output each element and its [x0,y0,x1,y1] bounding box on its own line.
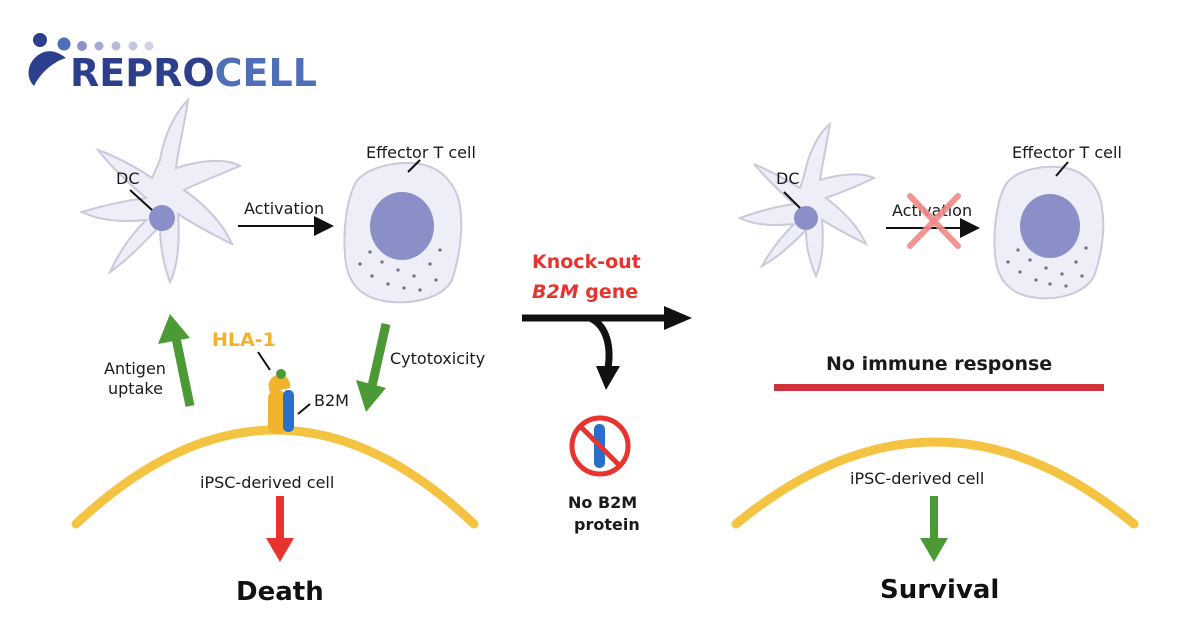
antigen-label-line2: uptake [108,379,163,398]
cytotoxicity-label: Cytotoxicity [390,349,485,368]
knockout-gene-suffix: gene [579,281,639,303]
antigen-label-line1: Antigen [104,359,166,378]
logo-text-repro: REPRO [70,51,215,95]
logo-mark-icon [28,33,154,86]
logo-text-cell: CELL [215,51,317,95]
knockout-line1: Knock-out [532,251,641,273]
right-panel: DC Activation Effector T cell No immune … [731,121,1139,605]
tcell-label: Effector T cell [366,143,476,162]
knockout-gene-name: B2M [532,281,579,303]
outcome-death: Death [236,577,324,607]
survival-arrow-icon [920,496,948,562]
no-protein-line1: No B2M [568,493,637,512]
dc-label: DC [116,169,140,188]
knockout-split-arrow-icon [522,306,692,390]
cross-mark-icon [907,193,961,249]
dendritic-cell-icon [79,97,243,285]
knockout-line2: B2M gene [532,281,638,303]
dendritic-cell-icon-right [737,121,877,279]
outcome-survival: Survival [880,575,999,605]
hla-receptor-icon [268,369,294,434]
tcell-label-right: Effector T cell [1012,143,1122,162]
no-protein-line2: protein [574,515,640,534]
reprocell-logo: REPROCELL [28,33,317,95]
death-arrow-icon [266,496,294,562]
cell-label-left: iPSC-derived cell [200,473,334,492]
cytotoxicity-arrow-icon [356,323,391,412]
logo-text: REPROCELL [70,51,317,95]
activation-label: Activation [244,199,324,218]
t-cell-icon [343,162,463,304]
antigen-uptake-arrow-icon [158,314,195,407]
hla-label: HLA-1 [212,329,276,351]
no-response-bar [774,384,1104,391]
b2m-label: B2M [314,391,349,410]
no-immune-response-label: No immune response [826,353,1052,375]
left-panel: DC Activation Effector T cell Antigen up [71,97,485,607]
t-cell-icon-right [993,165,1105,300]
prohibited-icon [569,415,631,477]
membrane-arc-right [731,437,1139,529]
dc-label-right: DC [776,169,800,188]
middle-panel: Knock-out B2M gene No B2M protein [522,251,692,534]
cell-label-right: iPSC-derived cell [850,469,984,488]
